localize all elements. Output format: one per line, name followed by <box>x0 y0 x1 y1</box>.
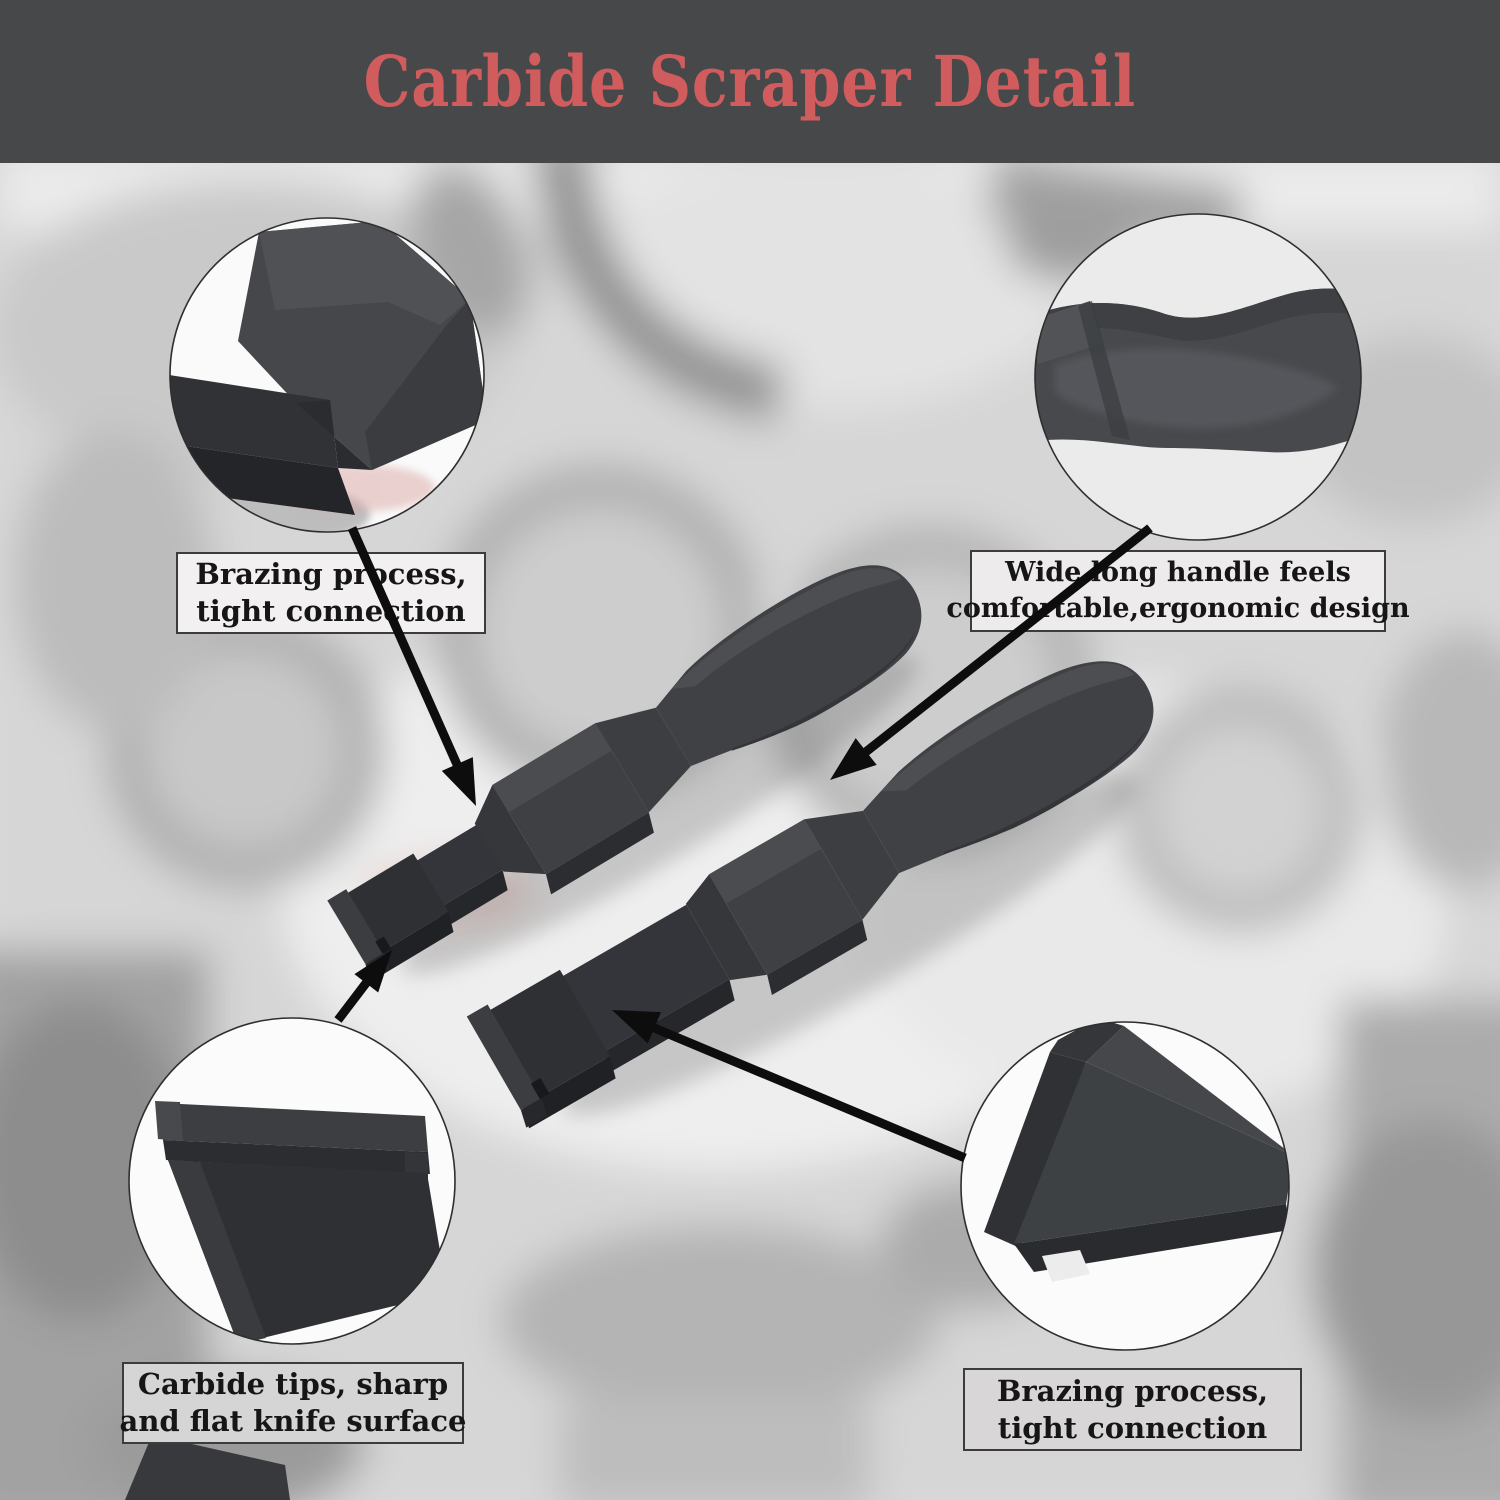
background-dark-wedge <box>125 1435 290 1500</box>
scraper-1 <box>327 565 922 981</box>
label-line: comfortable,ergonomic design <box>946 593 1410 624</box>
label-line: and flat knife surface <box>119 1404 467 1438</box>
callout-circle-brazing-top <box>169 217 485 533</box>
callout-circle-brazing-bottom <box>960 1021 1290 1351</box>
arrow-top-left <box>347 526 476 806</box>
arrow-bottom-left <box>334 950 392 1023</box>
arrow-top-right <box>830 524 1153 780</box>
callout-circle-handle <box>1034 213 1362 541</box>
label-line: Wide long handle feels <box>1005 557 1351 588</box>
callout-label-brazing-top: Brazing process, tight connection <box>176 552 486 634</box>
callout-label-handle: Wide long handle feels comfortable,ergon… <box>946 550 1410 632</box>
page-title: Carbide Scraper Detail <box>363 40 1137 123</box>
header-band: Carbide Scraper Detail <box>0 0 1500 163</box>
label-line: Carbide tips, sharp <box>137 1367 449 1401</box>
label-line: Brazing process, <box>996 1373 1269 1408</box>
arrow-bottom-right <box>612 1010 967 1163</box>
label-line: Brazing process, <box>195 557 467 591</box>
scraper-2 <box>466 661 1154 1129</box>
callout-label-carbide-tip: Carbide tips, sharp and flat knife surfa… <box>119 1362 467 1444</box>
callout-label-brazing-bottom: Brazing process, tight connection <box>963 1368 1302 1451</box>
callout-circle-carbide-tip <box>128 1017 456 1345</box>
label-line: tight connection <box>196 594 466 628</box>
label-line: tight connection <box>997 1410 1268 1445</box>
